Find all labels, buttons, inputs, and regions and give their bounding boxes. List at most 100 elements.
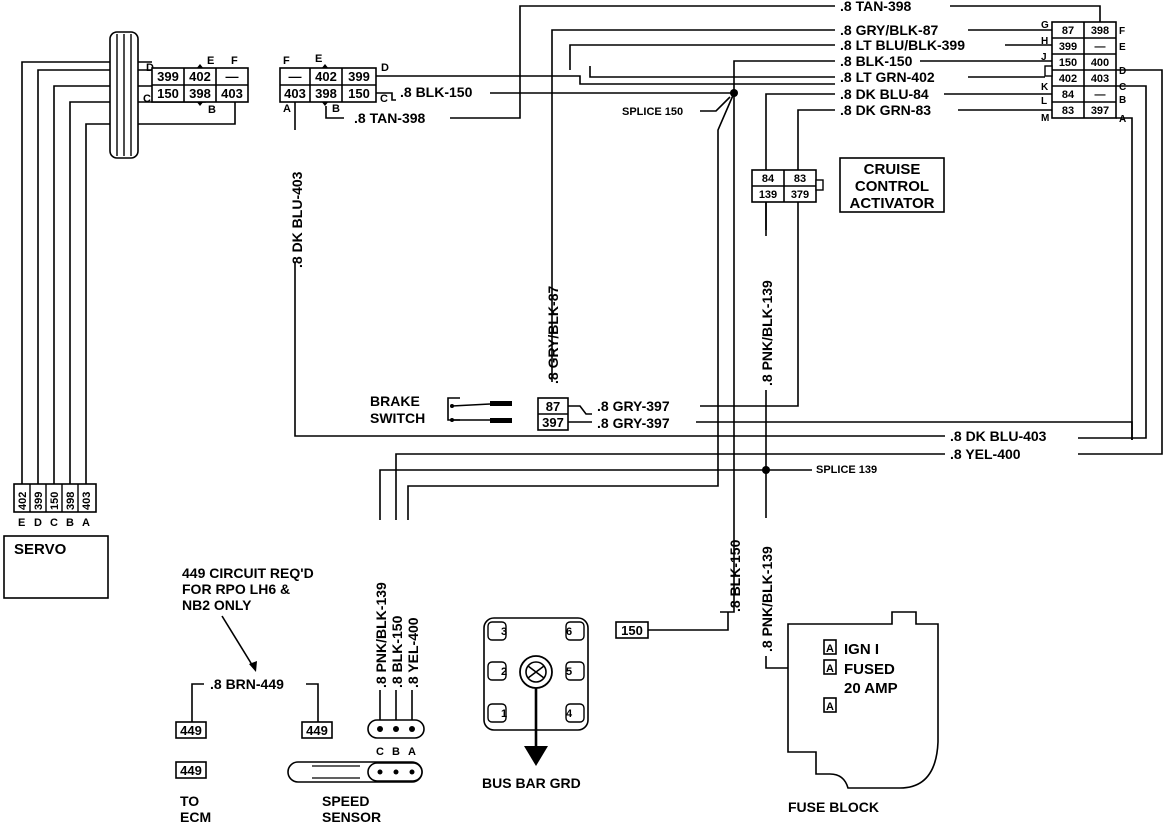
fuse-line: IGN I (844, 641, 879, 658)
splice-label: SPLICE 150 (622, 106, 683, 118)
wire-label: .8 LT BLU/BLK-399 (840, 37, 965, 53)
servo-pin: 150 (49, 492, 61, 510)
cell-402: 402 (189, 69, 211, 84)
connector-449: 449 (306, 723, 328, 738)
wire-label-gry397: .8 GRY-397 (597, 398, 670, 414)
right-wires (551, 5, 1163, 455)
activator-title: CRUISE (864, 161, 921, 178)
sensor-pin-letter: B (392, 746, 400, 758)
servo-harness (21, 31, 236, 484)
vertical-labels: .8 DK BLU-403 .8 GRY/BLK-87 .8 PNK/BLK-1… (289, 171, 775, 652)
servo-pin-letter: C (50, 517, 58, 529)
speed-sensor-label: SENSOR (322, 809, 381, 825)
mid-wires (294, 5, 945, 437)
pin-letter-e: E (1119, 42, 1126, 53)
cell-blank: — (1095, 89, 1106, 101)
cell-blank: — (226, 69, 239, 84)
wire-label-pnkblk139: .8 PNK/BLK-139 (759, 546, 775, 652)
servo-pin-letter: E (18, 517, 25, 529)
brake-switch-label: SWITCH (370, 410, 425, 426)
speed-sensor: .8 PNK/BLK-139 .8 BLK-150 .8 YEL-400 C B… (287, 582, 425, 825)
wire-label-blk150: .8 BLK-150 (389, 615, 405, 688)
fuse-line: 20 AMP (844, 680, 898, 697)
servo-top-connector: D E F C B 399 402 — 150 398 403 (143, 55, 249, 116)
activator-title: ACTIVATOR (850, 195, 935, 212)
cell-399: 399 (348, 69, 370, 84)
wire-label-brn449: .8 BRN-449 (210, 676, 284, 692)
servo-pin: 398 (65, 492, 77, 510)
cell-399: 399 (157, 69, 179, 84)
terminal-letter: A (826, 643, 834, 655)
sensor-pin-letter: C (376, 746, 384, 758)
speed-sensor-label: SPEED (322, 793, 369, 809)
cruise-control-activator: 84 83 139 379 CRUISE CONTROL ACTIVATOR (751, 157, 945, 213)
pin-letter-e: E (315, 53, 322, 65)
wire-label-dkblu403: .8 DK BLU-403 (289, 171, 305, 268)
wire-label-blk150: .8 BLK-150 (727, 539, 743, 612)
cell-83: 83 (1062, 105, 1074, 117)
cell-84: 84 (762, 173, 775, 185)
connector-449: 449 (180, 723, 202, 738)
ground-150: 150 (615, 612, 729, 639)
cell-399: 399 (1059, 41, 1077, 53)
pin-letter-b: B (1119, 95, 1126, 106)
cell-400: 400 (1091, 57, 1109, 69)
splice-label: SPLICE 139 (816, 464, 877, 476)
brake-switch: BRAKE SWITCH 87 397 .8 GRY-397 .8 GRY-39… (370, 393, 1133, 440)
pin-letter-d: D (146, 62, 154, 74)
cell-403: 403 (221, 86, 243, 101)
pin-letter-a: A (283, 103, 291, 115)
pin-letter-l: L (1041, 96, 1047, 107)
wire-label-tan398: .8 TAN-398 (354, 110, 426, 126)
wire-label-yel400: .8 YEL-400 (405, 617, 421, 688)
fuse-block-label: FUSE BLOCK (788, 799, 879, 815)
pin-letter-h: H (1041, 36, 1048, 47)
connector-150: 150 (621, 623, 643, 638)
bus-pin: 6 (566, 626, 572, 638)
pin-letter-d: D (1119, 66, 1126, 77)
servo-pin-letter: D (34, 517, 42, 529)
right-wire-labels: .8 TAN-398 .8 GRY/BLK-87 .8 LT BLU/BLK-3… (840, 0, 965, 118)
cell-402: 402 (315, 69, 337, 84)
cell-402: 402 (1059, 73, 1077, 85)
mid-connector: F E D C B A — 402 399 403 398 150 .8 BLK… (279, 53, 473, 126)
brn-449-circuit: 449 CIRCUIT REQ'D FOR RPO LH6 & NB2 ONLY… (175, 565, 333, 825)
pin-letter-f: F (1119, 26, 1125, 37)
cell-87: 87 (546, 399, 560, 414)
note-line: 449 CIRCUIT REQ'D (182, 565, 314, 581)
cell-150: 150 (1059, 57, 1077, 69)
wire-label: .8 DK GRN-83 (840, 102, 931, 118)
fuse-line: FUSED (844, 661, 895, 678)
wire-label-pnkblk139: .8 PNK/BLK-139 (373, 582, 389, 688)
cell-403: 403 (284, 86, 306, 101)
servo-pin-letter: B (66, 517, 74, 529)
cell-398: 398 (315, 86, 337, 101)
right-connector: G F H E J D K C L B M A 87 398 399 — 150… (1041, 20, 1126, 125)
pin-letter-d: D (381, 62, 389, 74)
servo: 402 399 150 398 403 E D C B A SERVO (3, 483, 109, 599)
pin-letter-c: C (1119, 82, 1126, 93)
connector-449: 449 (180, 763, 202, 778)
pin-letter-m: M (1041, 113, 1049, 124)
pin-letter-b: B (208, 104, 216, 116)
wire-label-yel400: .8 YEL-400 (950, 446, 1021, 462)
cell-379: 379 (791, 189, 809, 201)
wire-139: SPLICE 139 (379, 202, 877, 669)
cell-84: 84 (1062, 89, 1075, 101)
servo-label: SERVO (14, 541, 67, 558)
cell-397: 397 (1091, 105, 1109, 117)
cell-87: 87 (1062, 25, 1074, 37)
pin-letter-f: F (283, 55, 290, 67)
fuse-block: A A A IGN I FUSED 20 AMP FUSE BLOCK (787, 611, 939, 815)
servo-pin: 402 (17, 492, 29, 510)
brake-switch-label: BRAKE (370, 393, 420, 409)
pin-letter-k: K (1041, 82, 1049, 93)
pin-letter-e: E (207, 55, 214, 67)
servo-pin-letter: A (82, 517, 90, 529)
cell-398: 398 (1091, 25, 1109, 37)
cell-150: 150 (348, 86, 370, 101)
servo-pin: 403 (81, 492, 93, 510)
wire-label-gry397: .8 GRY-397 (597, 415, 670, 431)
sensor-pin-letter: A (408, 746, 416, 758)
